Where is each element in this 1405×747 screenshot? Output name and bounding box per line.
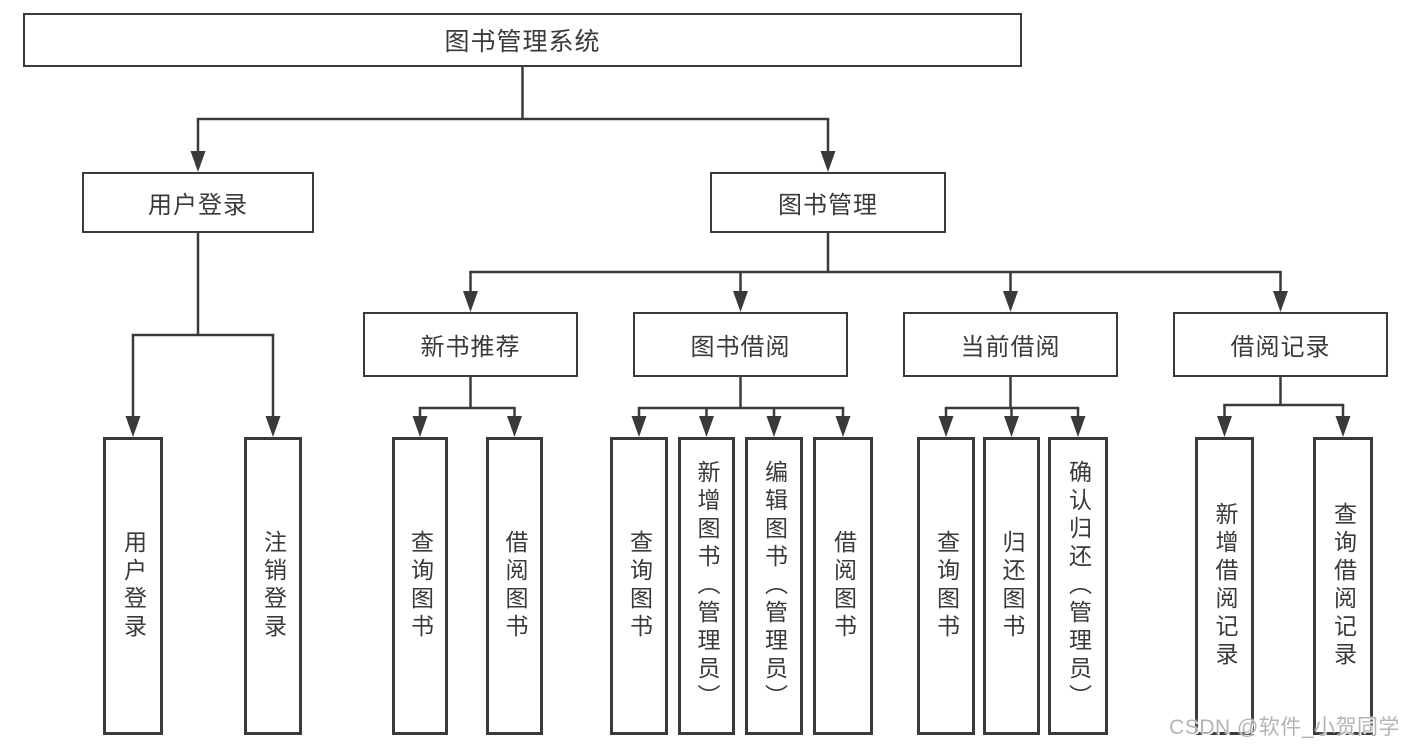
leaf-edit-book-admin: 编辑图书（管理员） — [745, 437, 803, 735]
arrowhead-icon — [463, 291, 478, 312]
leaf-query-books-borrow: 查询图书 — [610, 437, 668, 735]
arrowhead-icon — [507, 416, 522, 437]
arrowhead-icon — [1217, 416, 1232, 437]
leaf-label: 新增借阅记录 — [1212, 502, 1238, 670]
leaf-borrow-books: 借阅图书 — [813, 437, 873, 735]
leaf-label: 借阅图书 — [502, 530, 528, 642]
arrowhead-icon — [1070, 416, 1086, 437]
node-book-management: 图书管理 — [710, 172, 946, 233]
node-book-borrow: 图书借阅 — [633, 312, 848, 377]
node-borrow-records: 借阅记录 — [1173, 312, 1388, 377]
arrowhead-icon — [1273, 291, 1288, 312]
leaf-label: 查询借阅记录 — [1330, 502, 1357, 670]
leaf-query-books-recommend: 查询图书 — [392, 437, 448, 735]
node-current-borrow: 当前借阅 — [903, 312, 1118, 377]
leaf-logout: 注销登录 — [244, 437, 302, 735]
node-system-title: 图书管理系统 — [23, 13, 1022, 67]
leaf-confirm-return-admin: 确认归还（管理员） — [1048, 437, 1108, 735]
leaf-label: 借阅图书 — [830, 530, 857, 642]
arrowhead-icon — [1335, 416, 1351, 437]
leaf-query-books-current: 查询图书 — [917, 437, 975, 735]
leaf-label: 查询图书 — [933, 530, 960, 642]
arrowhead-icon — [631, 416, 647, 437]
arrowhead-icon — [938, 416, 954, 437]
leaf-label: 归还图书 — [999, 530, 1025, 642]
leaf-label: 确认归还（管理员） — [1065, 460, 1092, 712]
leaf-label: 查询图书 — [407, 530, 434, 642]
arrowhead-icon — [820, 151, 836, 172]
arrowhead-icon — [1004, 416, 1019, 437]
csdn-watermark: CSDN @软件_小贺同学 — [1169, 716, 1400, 739]
arrowhead-icon — [190, 151, 206, 172]
arrowhead-icon — [766, 416, 782, 437]
leaf-borrow-books-recommend: 借阅图书 — [486, 437, 543, 735]
leaf-add-book-admin: 新增图书（管理员） — [678, 437, 735, 735]
leaf-label: 注销登录 — [260, 530, 287, 642]
leaf-label: 新增图书（管理员） — [694, 460, 720, 712]
arrowhead-icon — [835, 416, 851, 437]
arrowhead-icon — [1003, 291, 1018, 312]
node-new-book-recommend: 新书推荐 — [363, 312, 578, 377]
leaf-add-borrow-record: 新增借阅记录 — [1195, 437, 1254, 735]
node-user-login: 用户登录 — [82, 172, 314, 233]
arrowhead-icon — [265, 416, 281, 437]
arrowhead-icon — [412, 416, 428, 437]
arrowhead-icon — [733, 291, 748, 312]
arrowhead-icon — [699, 416, 714, 437]
leaf-query-borrow-record: 查询借阅记录 — [1313, 437, 1373, 735]
leaf-label: 编辑图书（管理员） — [761, 460, 788, 712]
leaf-user-login: 用户登录 — [103, 437, 163, 735]
arrowhead-icon — [125, 416, 141, 437]
leaf-label: 用户登录 — [120, 530, 147, 642]
leaf-label: 查询图书 — [626, 530, 653, 642]
leaf-return-book: 归还图书 — [983, 437, 1040, 735]
